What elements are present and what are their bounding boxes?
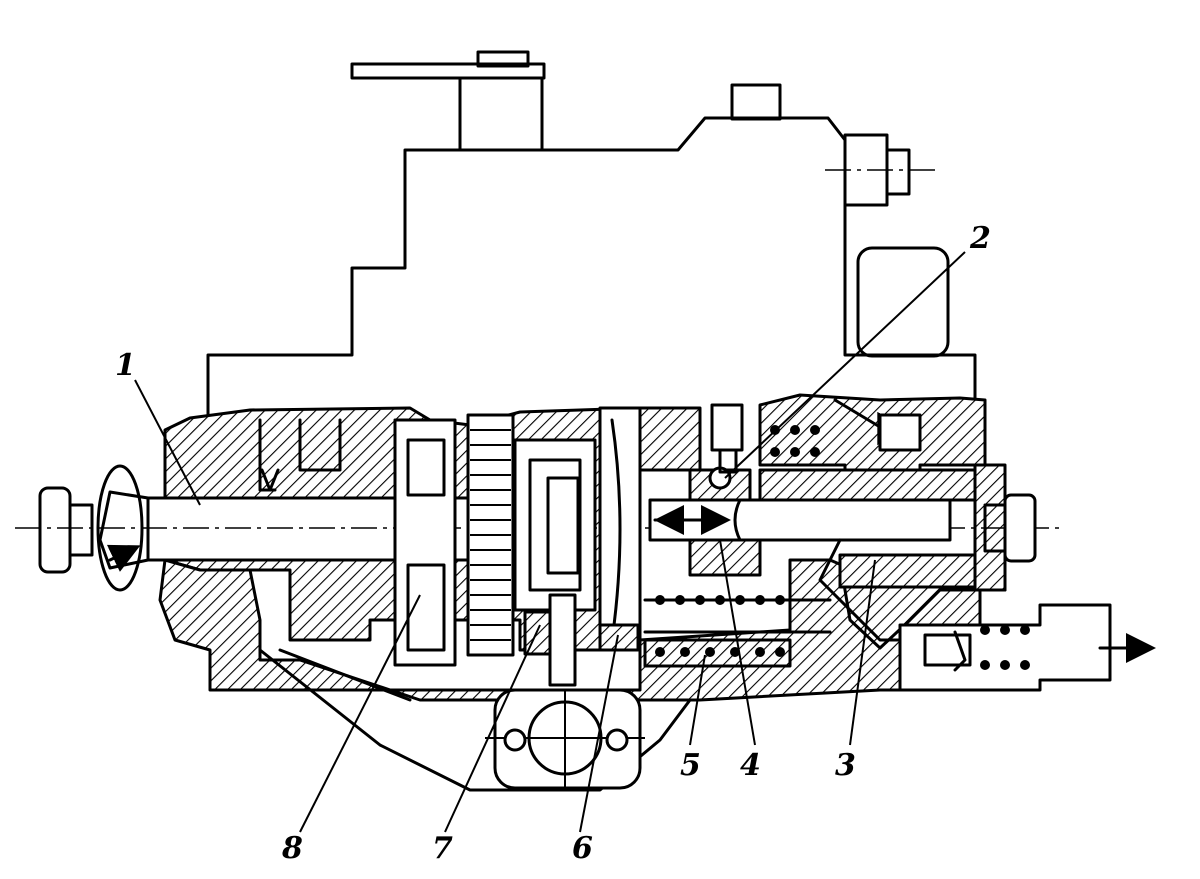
label-1: 1 — [115, 348, 136, 383]
metering-valve — [710, 398, 922, 474]
label-6: 6 — [572, 831, 593, 866]
leader-lines — [134, 251, 966, 833]
label-2: 2 — [969, 221, 991, 256]
label-5: 5 — [680, 748, 701, 783]
cam-disc — [598, 406, 642, 652]
label-8: 8 — [281, 831, 303, 866]
label-4: 4 — [740, 748, 761, 783]
end-nut — [983, 493, 1037, 563]
roller-ring — [513, 438, 597, 687]
label-7: 7 — [432, 831, 453, 866]
label-3: 3 — [835, 748, 856, 783]
delivery-valve — [898, 603, 1156, 692]
mounting-foot — [258, 648, 692, 792]
plunger-springs — [643, 595, 832, 668]
callout-labels: 1 2 3 4 5 6 7 8 — [115, 221, 991, 866]
upper-housing — [206, 50, 977, 417]
drive-gear — [466, 413, 515, 657]
